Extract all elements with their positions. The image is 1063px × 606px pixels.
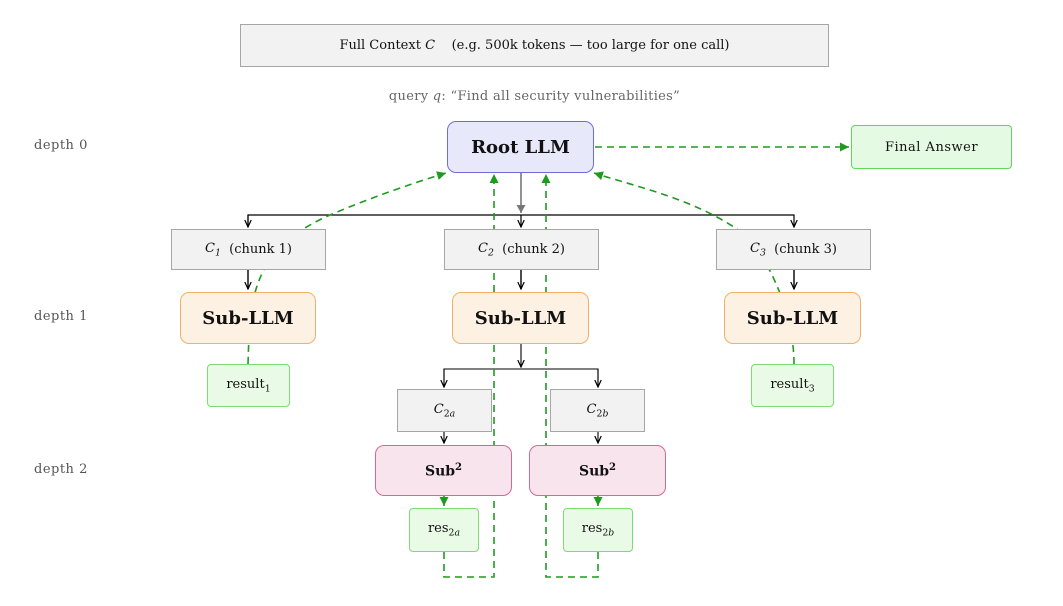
sub-llm-3-label: Sub-LLM <box>746 307 839 329</box>
root-llm-node: Root LLM <box>447 121 594 173</box>
subllm2-split-arrows <box>444 344 598 443</box>
chunk-3-label: (chunk 3) <box>774 242 837 257</box>
sub-llm-1-label: Sub-LLM <box>202 307 294 329</box>
final-answer-node: Final Answer <box>851 125 1012 169</box>
sub-llm-3-node: Sub-LLM <box>724 292 861 344</box>
context-note: (e.g. 500k tokens — too large for one ca… <box>451 38 730 53</box>
query-line: query q: “Find all security vulnerabilit… <box>240 86 829 106</box>
result-3-node: result3 <box>751 364 834 407</box>
full-context-label: Full Context <box>339 38 421 53</box>
chunk-2-label: (chunk 2) <box>502 242 565 257</box>
root-to-chunks-arrows <box>248 173 794 227</box>
sub-llm-2-label: Sub-LLM <box>474 307 567 329</box>
chunk-2-node: C2 (chunk 2) <box>444 229 599 270</box>
chunk-2-symbol: C2 <box>478 240 494 259</box>
res2b-return-arrow <box>541 174 599 578</box>
chunk-3-symbol: C3 <box>750 240 766 259</box>
context-symbol: C <box>425 38 436 53</box>
chunk-2a-node: C2a <box>397 389 492 432</box>
chunk-to-subllm-arrows <box>248 270 794 289</box>
chunk-2b-node: C2b <box>550 389 645 432</box>
sub2-a-node: Sub2 <box>375 445 512 496</box>
res-2a-node: res2a <box>409 508 479 552</box>
result-3-label: result3 <box>770 376 815 395</box>
sub2-b-label: Sub2 <box>578 461 617 480</box>
return-arrows <box>247 142 849 578</box>
chunk-1-label: (chunk 1) <box>229 242 292 257</box>
full-context-box: Full Context C (e.g. 500k tokens — too l… <box>240 24 829 67</box>
sub-llm-2-node: Sub-LLM <box>452 292 589 344</box>
chunk-2b-symbol: C2b <box>586 401 609 420</box>
depth-2-label: depth 2 <box>34 462 88 477</box>
res2a-return-arrow <box>443 174 499 578</box>
res-2b-node: res2b <box>563 508 633 552</box>
query-text: : “Find all security vulnerabilities” <box>441 88 681 104</box>
result-1-label: result1 <box>226 376 271 395</box>
sub2-a-label: Sub2 <box>424 461 463 480</box>
chunk-2a-symbol: C2a <box>433 401 456 420</box>
result-1-node: result1 <box>207 364 290 407</box>
depth-0-label: depth 0 <box>34 138 88 153</box>
res-2a-label: res2a <box>427 521 461 539</box>
chunk-1-symbol: C1 <box>205 240 221 259</box>
query-symbol: q <box>432 88 442 104</box>
query-prefix: query <box>388 88 429 104</box>
chunk-1-node: C1 (chunk 1) <box>171 229 326 270</box>
final-answer-label: Final Answer <box>884 139 979 155</box>
chunk-3-node: C3 (chunk 3) <box>716 229 871 270</box>
res-2b-label: res2b <box>581 521 615 539</box>
sub2-b-node: Sub2 <box>529 445 666 496</box>
root-llm-label: Root LLM <box>471 136 570 158</box>
depth-1-label: depth 1 <box>34 309 88 324</box>
sub-llm-1-node: Sub-LLM <box>180 292 316 344</box>
split-bar <box>443 368 599 387</box>
